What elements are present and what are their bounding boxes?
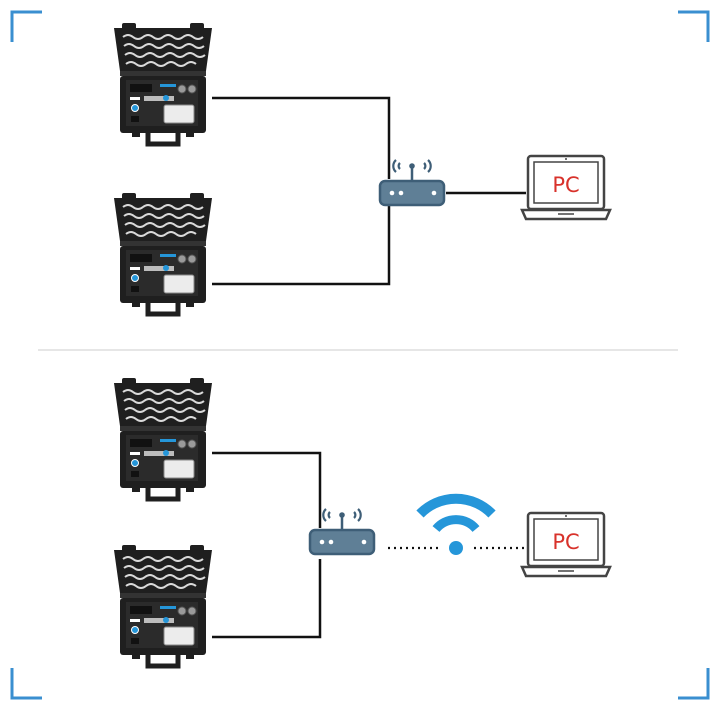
pc-bottom: PC [522,513,610,576]
wifi-icon [420,499,492,555]
pc-label: PC [552,173,579,197]
cable-device-1 [212,98,389,179]
field-case-device-icon [114,378,212,499]
wifi-dot [449,541,463,555]
wired-cables [212,98,526,284]
cable-device-2 [212,204,389,284]
pc-label: PC [552,530,579,554]
field-case-device-icon [114,23,212,144]
pc-top: PC [522,156,610,219]
corner-top-left [12,12,42,42]
field-case-device-icon [114,193,212,314]
corner-top-right [678,12,708,42]
corner-marks [12,12,708,698]
cable-device-3 [212,453,320,528]
corner-bottom-right [678,668,708,698]
wifi-arc-inner [436,520,476,529]
bottom-cables [212,453,320,637]
corner-bottom-left [12,668,42,698]
wired-setup: PC [114,23,610,314]
wireless-setup: PC [114,378,610,666]
field-case-device-icon [114,545,212,666]
cable-device-4 [212,559,320,637]
wifi-arc-outer [420,499,492,514]
